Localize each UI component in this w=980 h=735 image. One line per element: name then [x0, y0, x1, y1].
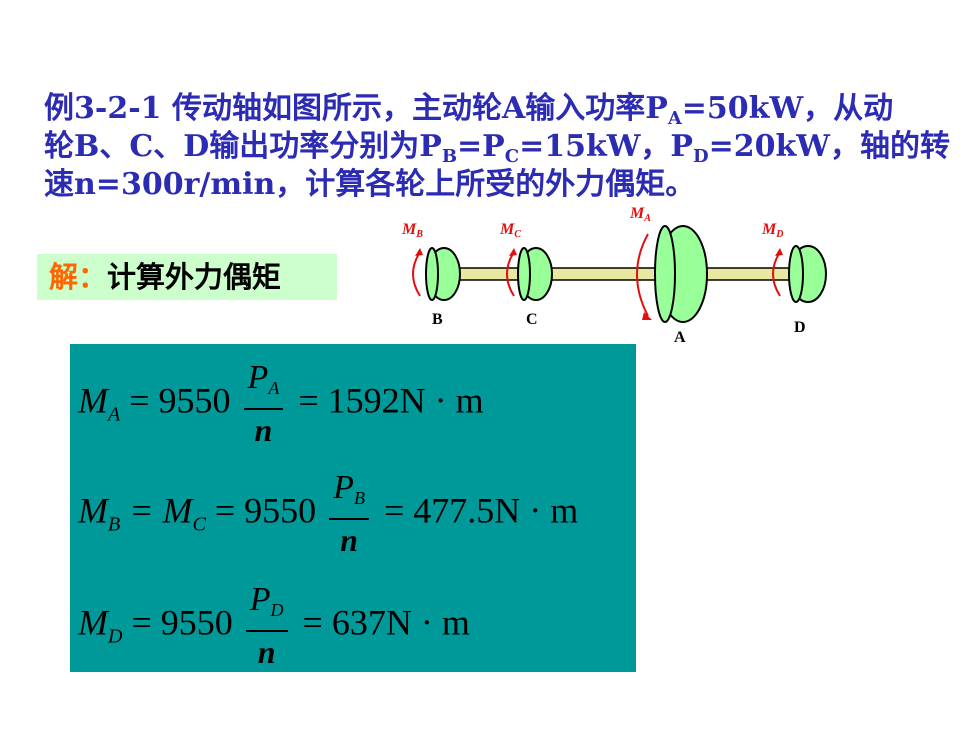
arrow-head: [415, 248, 423, 256]
result: = 477.5N · m: [383, 490, 579, 531]
symbol: M: [78, 380, 108, 421]
problem-text: 例3-2-1 传动轴如图所示，主动轮A输入功率P: [44, 91, 668, 126]
wheel-a: [654, 225, 708, 323]
solution-label: 解：计算外力偶矩: [37, 254, 337, 300]
numerator: PB: [329, 468, 369, 520]
moment-label-a: MA: [629, 205, 651, 224]
wheel-label-b: B: [432, 311, 443, 328]
equation-md: MD = 9550 PD n = 637N · m: [78, 580, 470, 672]
wheel-label-c: C: [526, 311, 538, 328]
coefficient: = 9550: [214, 490, 317, 531]
moment-arrow-a: [636, 233, 649, 317]
shaft-diagram: MB MC MA MD B C A D: [401, 205, 827, 346]
symbol: M: [78, 490, 108, 531]
equation-ma: MA = 9550 PA n = 1592N · m: [78, 358, 484, 450]
problem-statement: 例3-2-1 传动轴如图所示，主动轮A输入功率PA=50kW，从动 轮B、C、D…: [44, 90, 950, 204]
moment-arrow-c: [506, 251, 515, 297]
problem-text: =20kW，轴的转: [708, 129, 950, 164]
moment-label-d: MD: [761, 221, 783, 240]
wheel-c: [517, 247, 553, 301]
problem-text: =P: [457, 129, 505, 164]
subscript: D: [108, 625, 123, 648]
solution-text: 计算外力偶矩: [107, 260, 282, 294]
subscript: B: [441, 146, 458, 167]
subscript: A: [108, 403, 121, 426]
result: = 637N · m: [302, 602, 470, 643]
formula-panel: MA = 9550 PA n = 1592N · m MB = MC = 955…: [70, 344, 636, 672]
subscript: B: [108, 513, 121, 536]
result: = 1592N · m: [298, 380, 484, 421]
shaft: [437, 267, 809, 281]
wheel-label-a: A: [674, 329, 686, 346]
denominator: n: [257, 634, 276, 670]
symbol: M: [78, 602, 108, 643]
problem-text: 轮B、C、D输出功率分别为P: [44, 129, 442, 164]
numerator: PA: [243, 358, 284, 410]
subscript: C: [192, 513, 206, 536]
numerator: PD: [245, 580, 288, 632]
wheel-b: [425, 247, 461, 301]
wheel-label-d: D: [794, 319, 806, 336]
solution-prefix: 解：: [49, 260, 108, 294]
wheel-d: [788, 245, 827, 303]
problem-line-2: 轮B、C、D输出功率分别为PB=PC=15kW，PD=20kW，轴的转: [44, 128, 950, 167]
denominator: n: [340, 522, 358, 558]
problem-text: =50kW，从动: [681, 91, 894, 126]
arrow-head: [775, 248, 783, 256]
arrow-head: [509, 248, 517, 256]
coefficient: = 9550: [129, 380, 231, 421]
arrow-head: [642, 312, 652, 320]
fraction: PA n: [243, 358, 284, 450]
fraction: PD n: [245, 580, 288, 672]
moment-arrow-d: [772, 251, 781, 297]
subscript: A: [667, 108, 682, 129]
symbol: = M: [129, 490, 193, 531]
problem-line-3: 速n=300r/min，计算各轮上所受的外力偶矩。: [44, 167, 696, 202]
moment-label-b: MB: [401, 221, 423, 240]
moment-arrow-b: [412, 251, 421, 297]
subscript: D: [692, 146, 709, 167]
coefficient: = 9550: [131, 602, 233, 643]
fraction: PB n: [329, 468, 369, 560]
moment-label-c: MC: [499, 221, 521, 240]
problem-line-1: 例3-2-1 传动轴如图所示，主动轮A输入功率PA=50kW，从动: [44, 90, 944, 128]
denominator: n: [254, 412, 273, 448]
subscript: C: [504, 146, 520, 167]
equation-mb-mc: MB = MC = 9550 PB n = 477.5N · m: [78, 468, 578, 560]
problem-text: =15kW，P: [519, 129, 693, 164]
